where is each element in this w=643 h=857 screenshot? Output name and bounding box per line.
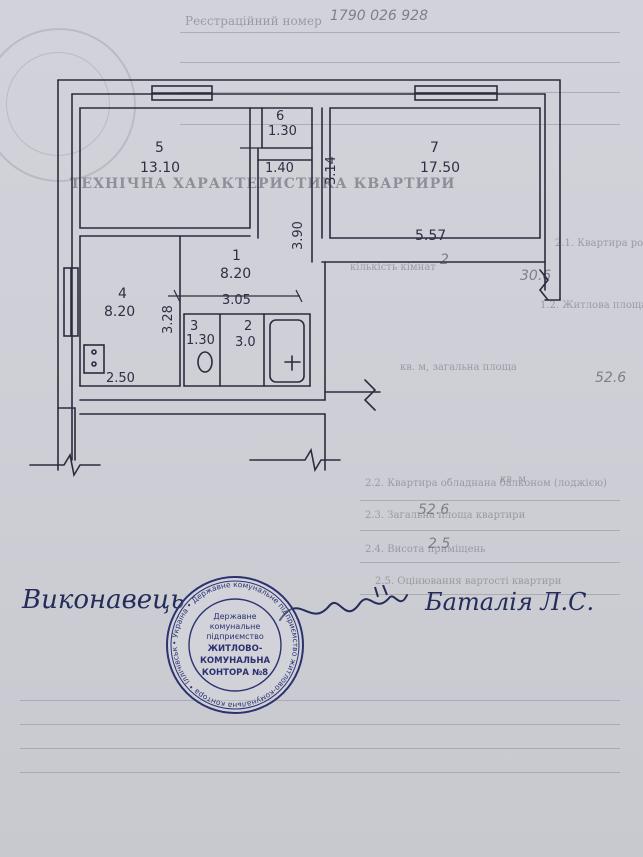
form-height-value: 2.5 <box>428 536 451 552</box>
dim-1-40: 1.40 <box>265 161 294 176</box>
form-living-area-value: 30.6 <box>520 268 552 284</box>
stamp-line-5: КОМУНАЛЬНА <box>200 656 271 666</box>
form-line-valuation: 2.5. Оцінювання вартості квартири <box>375 576 562 587</box>
stamp-line-4: ЖИТЛОВО- <box>208 644 263 654</box>
form-total-value: 52.6 <box>418 502 450 518</box>
executor-name: Баталія Л.С. <box>425 588 595 616</box>
form-line-registration: Реєстраційний номер <box>185 14 322 28</box>
dim-3-05: 3.05 <box>222 293 251 308</box>
dim-3-14: 3.14 <box>324 156 339 185</box>
room-3-number: 3 <box>190 319 198 334</box>
room-7-number: 7 <box>430 140 439 156</box>
form-title: ТЕХНІЧНА ХАРАКТЕРИСТИКА КВАРТИРИ <box>70 176 456 192</box>
official-stamp: • Україна • Державне комунальне підприєм… <box>165 575 304 714</box>
form-line-total: 2.3. Загальна площа квартири <box>365 510 526 521</box>
stamp-line-2: комунальне <box>210 622 261 631</box>
form-total-area-value: 52.6 <box>595 370 627 386</box>
stove-symbol <box>83 344 105 374</box>
executor-label: Виконавець <box>22 585 185 615</box>
room-5-number: 5 <box>155 140 164 156</box>
dim-5-57: 5.57 <box>415 228 446 244</box>
handwritten-signature <box>279 585 408 621</box>
form-line-living-area: 1.2. Житлова площа <box>540 300 643 311</box>
room-6-area: 1.30 <box>268 124 297 139</box>
room-4-number: 4 <box>118 286 127 302</box>
room-1-area: 8.20 <box>220 266 251 282</box>
room-4-area: 8.20 <box>104 304 135 320</box>
room-7-area: 17.50 <box>420 160 460 176</box>
form-line-total-area: кв. м, загальна площа <box>400 362 517 373</box>
room-2-area: 3.0 <box>235 335 256 350</box>
room-6-number: 6 <box>276 109 284 124</box>
room-2-number: 2 <box>244 319 252 334</box>
dim-2-50: 2.50 <box>106 371 135 386</box>
form-line-unit: кв. м <box>500 474 527 485</box>
dim-3-28: 3.28 <box>161 305 176 334</box>
form-line-floor: 2.1. Квартира розташована на поверсі <box>555 238 643 249</box>
stamp-line-3: підприємство <box>206 632 264 641</box>
form-line-height: 2.4. Висота приміщень <box>365 544 486 555</box>
toilet-symbol <box>197 351 213 373</box>
stamp-line-1: Державне <box>213 612 256 621</box>
dim-3-90: 3.90 <box>291 221 306 250</box>
room-3-area: 1.30 <box>186 333 215 348</box>
form-line-rooms: кількість кімнат <box>350 262 436 273</box>
room-5-area: 13.10 <box>140 160 180 176</box>
form-line-balcony: 2.2. Квартира обладнана балконом (лоджіє… <box>365 478 607 489</box>
stamp-line-6: КОНТОРА №8 <box>202 668 268 678</box>
room-1-number: 1 <box>232 248 241 264</box>
form-rooms-value: 2 <box>440 252 449 268</box>
bathtub-symbol <box>269 319 305 383</box>
form-registration-value: 1790 026 928 <box>330 8 428 24</box>
